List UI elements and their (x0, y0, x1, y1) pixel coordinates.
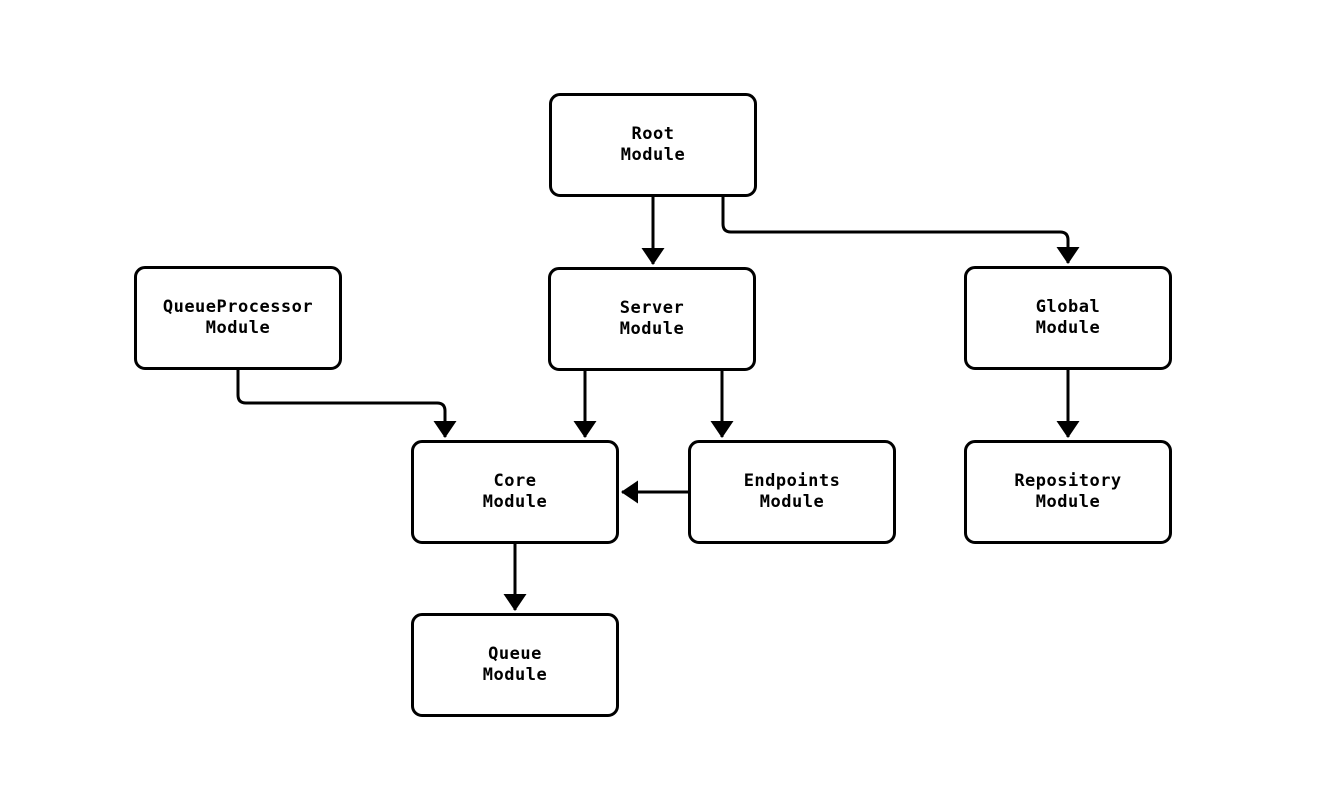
node-label-line: Module (1035, 492, 1101, 512)
node-label-line: Core (493, 471, 537, 491)
node-server-module: Server Module (548, 267, 756, 371)
edge-queueprocessor-to-core (236, 370, 457, 438)
node-label-line: Module (619, 319, 685, 339)
edge-root-to-global (721, 197, 1080, 264)
node-label-line: Server (619, 298, 685, 318)
node-label-line: Module (759, 492, 825, 512)
node-label-line: Module (482, 665, 548, 685)
node-label-line: Repository (1014, 471, 1122, 491)
node-label-line: Root (631, 124, 675, 144)
node-label-line: Global (1035, 297, 1101, 317)
node-queue-module: Queue Module (411, 613, 619, 717)
node-repository-module: Repository Module (964, 440, 1172, 544)
node-label-line: Module (482, 492, 548, 512)
node-endpoints-module: Endpoints Module (688, 440, 896, 544)
node-global-module: Global Module (964, 266, 1172, 370)
node-label-line: Module (205, 318, 271, 338)
node-label-line: Module (1035, 318, 1101, 338)
node-label-line: Module (620, 145, 686, 165)
node-label-line: Endpoints (743, 471, 841, 491)
node-root-module: Root Module (549, 93, 757, 197)
node-queueprocessor-module: QueueProcessor Module (134, 266, 342, 370)
node-label-line: QueueProcessor (162, 297, 314, 317)
node-label-line: Queue (488, 644, 542, 664)
node-core-module: Core Module (411, 440, 619, 544)
